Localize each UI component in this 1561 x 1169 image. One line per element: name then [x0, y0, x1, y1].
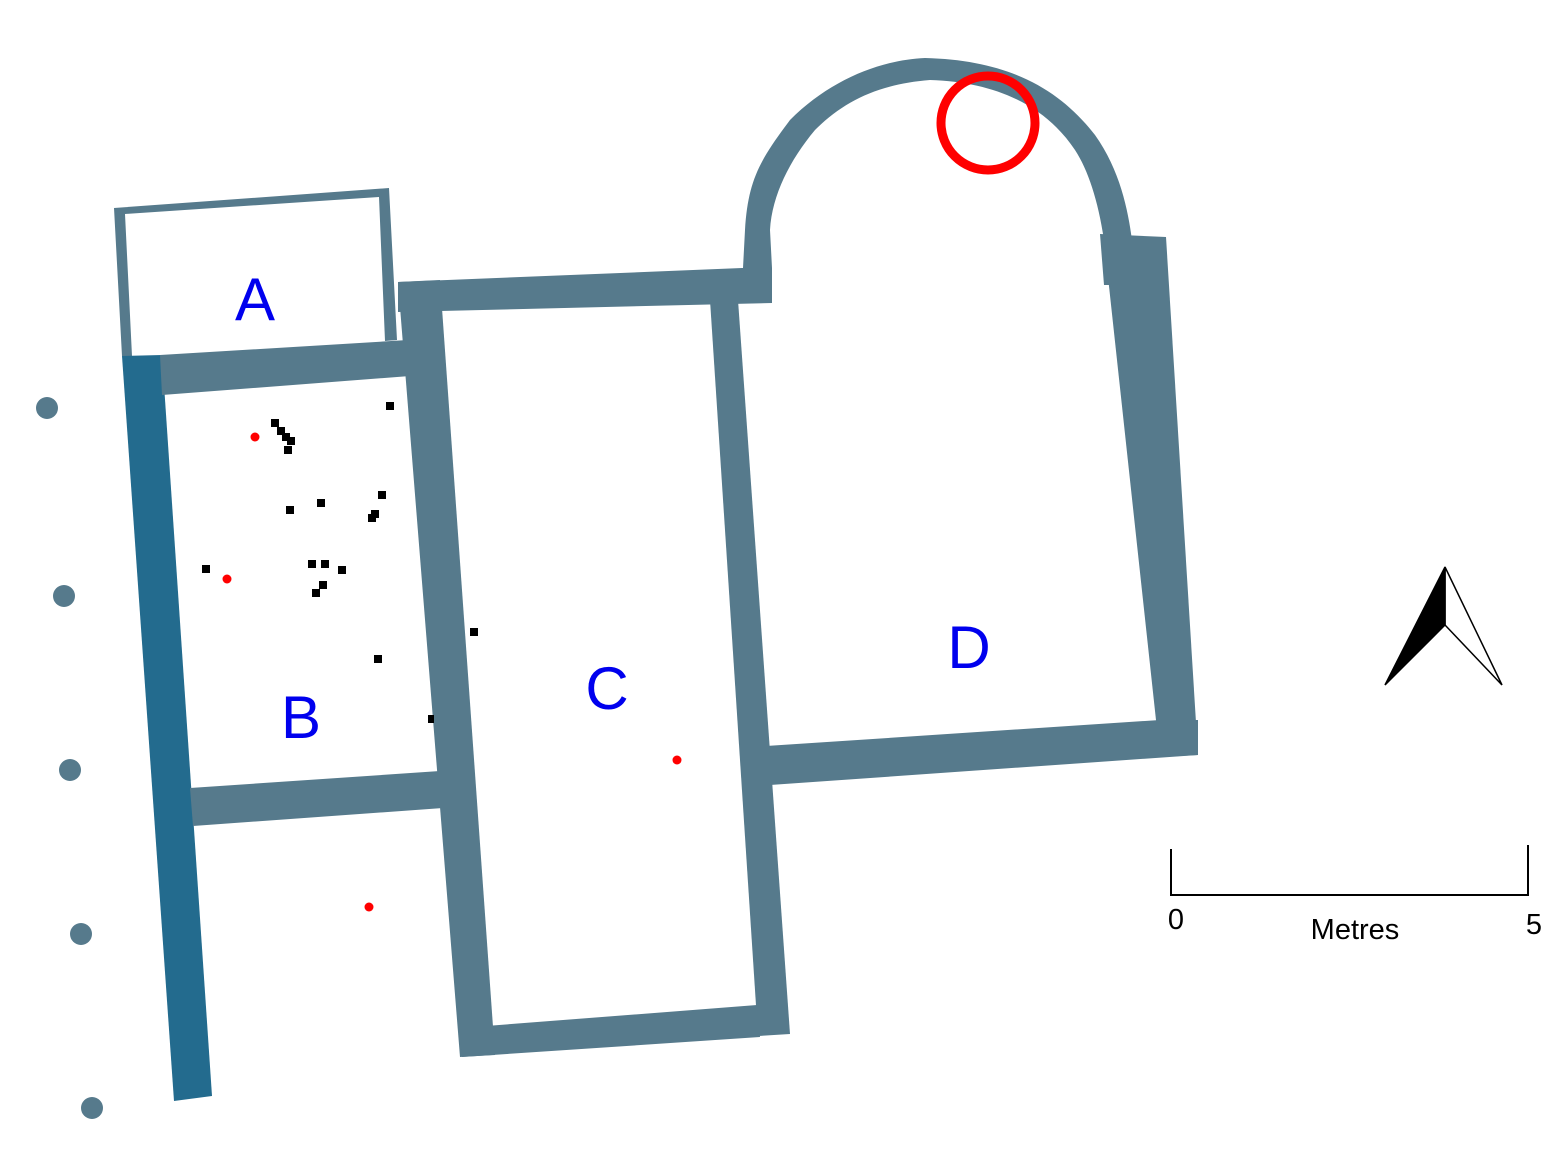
find-marker	[428, 715, 434, 723]
find-marker	[319, 581, 327, 589]
room-label-a: A	[235, 266, 275, 333]
posthole	[53, 585, 75, 607]
room-label-b: B	[281, 684, 321, 751]
posthole	[36, 397, 58, 419]
posthole	[70, 923, 92, 945]
find-marker	[271, 419, 279, 427]
sample-point	[672, 755, 682, 765]
highlight-ring	[936, 71, 1040, 175]
wall-c-north	[398, 268, 772, 312]
find-marker	[368, 514, 376, 522]
wall-b-c	[398, 280, 495, 1057]
posthole	[81, 1097, 103, 1119]
find-marker	[470, 628, 478, 636]
north-arrow-right-half	[1444, 566, 1503, 686]
find-marker	[386, 402, 394, 410]
room-label-c: C	[585, 655, 628, 722]
find-marker	[317, 499, 325, 507]
scale-bar-start-label: 0	[1168, 904, 1184, 936]
find-markers	[202, 402, 478, 723]
west-wall	[122, 355, 212, 1101]
room-label-d: D	[947, 614, 990, 681]
find-marker	[312, 589, 320, 597]
sample-point	[364, 902, 374, 912]
wall-a-b	[160, 340, 410, 395]
wall-c-south	[460, 1005, 760, 1057]
scale-bar-end-label: 5	[1526, 909, 1542, 941]
find-marker	[287, 437, 295, 445]
find-marker	[378, 491, 386, 499]
find-marker	[202, 565, 210, 573]
find-marker	[284, 446, 292, 454]
north-arrow-icon	[1384, 566, 1503, 686]
wall-d-south	[766, 720, 1198, 785]
find-marker	[308, 560, 316, 568]
find-marker	[277, 427, 285, 435]
north-arrow-left-outline	[1384, 566, 1446, 686]
apse-east-joint	[1100, 234, 1166, 285]
wall-c-east	[710, 300, 790, 1036]
sample-point	[250, 432, 260, 442]
posthole	[59, 759, 81, 781]
scale-bar: 0 Metres 5	[1168, 845, 1542, 946]
sample-point	[222, 574, 232, 584]
wall-b-south	[190, 771, 443, 826]
find-marker	[286, 506, 294, 514]
find-marker	[321, 560, 329, 568]
find-marker	[374, 655, 382, 663]
sample-points	[222, 432, 682, 912]
apse-wall	[743, 58, 1132, 268]
find-marker	[338, 566, 346, 574]
wall-d-east	[1104, 237, 1198, 757]
scale-bar-unit-label: Metres	[1311, 914, 1400, 946]
find-marker	[282, 433, 290, 441]
postholes	[36, 397, 103, 1119]
